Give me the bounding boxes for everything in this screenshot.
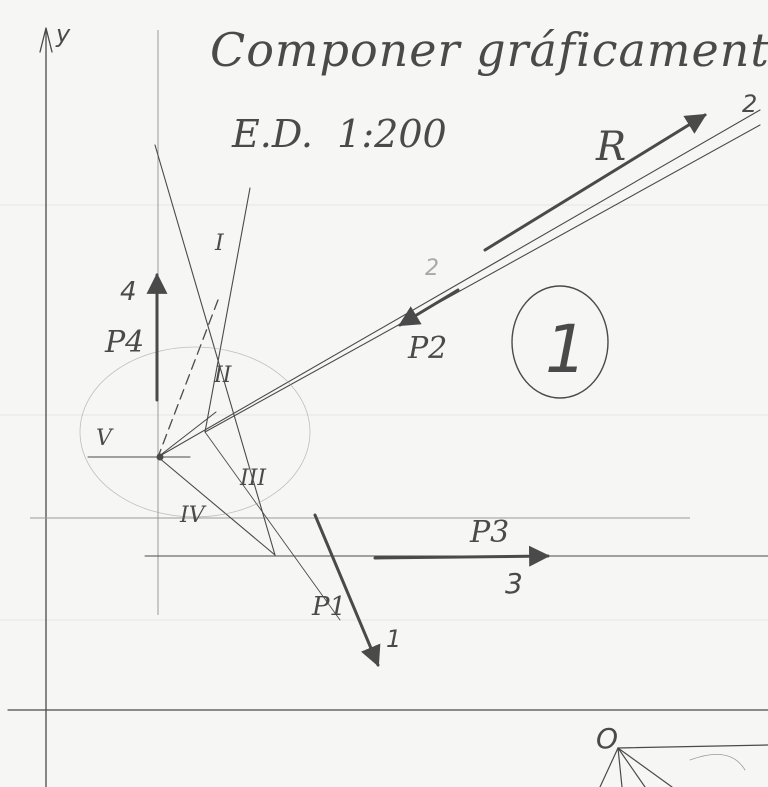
p1-vector (313, 513, 381, 667)
roman-label-4: IV (179, 503, 207, 528)
page-title: Componer gráficamente (210, 23, 768, 77)
p2-label: P2 (407, 331, 447, 366)
funicular-polygon (87, 109, 761, 621)
resultant-label: R (595, 124, 626, 170)
p2-index: 2 (425, 256, 439, 281)
resultant-vector (483, 113, 707, 252)
p3-index: 3 (505, 567, 523, 600)
roman-label-5: V (96, 426, 114, 451)
p4-label: P4 (104, 325, 144, 360)
p3-vector (373, 545, 551, 567)
roman-label-1: I (214, 231, 225, 256)
problem-number-circle (511, 285, 609, 399)
problem-number: 1 (545, 311, 587, 388)
p2-vector (398, 288, 460, 327)
paper-grid (0, 204, 768, 621)
p1-index: 1 (386, 625, 401, 653)
force-polygon-origin (599, 744, 768, 787)
construction-ellipse (79, 346, 311, 518)
roman-label-3: III (239, 466, 267, 491)
y-axis-arrow (39, 27, 53, 53)
roman-label-2: II (213, 363, 233, 388)
p1-label: P1 (311, 592, 346, 622)
force-vectors (146, 113, 707, 667)
origin-label: O (596, 722, 618, 755)
intersection-point (156, 453, 164, 461)
p3-label: P3 (469, 515, 509, 550)
scale-label: E.D. 1:200 (231, 112, 447, 156)
p4-index: 4 (120, 277, 137, 307)
y-axis-label: y (55, 20, 71, 48)
resultant-index: 2 (742, 90, 757, 118)
